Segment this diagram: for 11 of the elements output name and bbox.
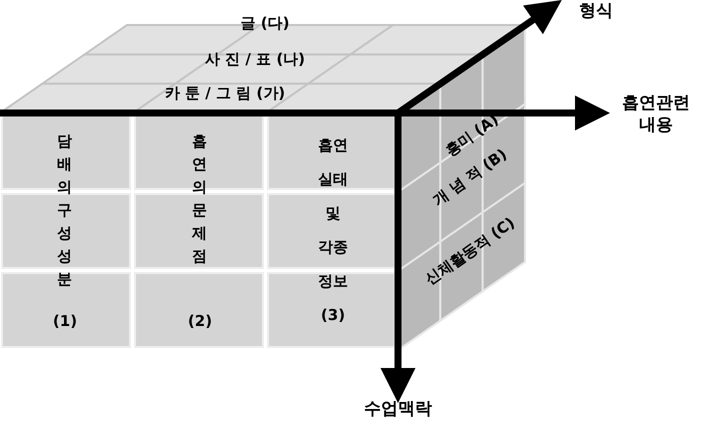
cell-label: (1) <box>52 311 78 332</box>
axis-label: 흡연관련 내용 <box>610 92 702 136</box>
cell-label: (2) <box>186 311 214 332</box>
cell-label: 사 진 / 표 (나) <box>204 49 306 70</box>
cell-label: 흡연 실태 및 각종 정보 (3) <box>317 135 349 326</box>
axis-label: 형식 <box>566 0 626 22</box>
cell-label: 담배의구성성분 <box>57 131 72 290</box>
cell-label: 흡연의 문제점 <box>192 131 207 267</box>
cell-label: 카 툰 / 그 림 (가) <box>164 83 286 104</box>
cell-label: 글 (다) <box>240 13 290 34</box>
axis-label: 수업맥락 <box>346 398 450 420</box>
